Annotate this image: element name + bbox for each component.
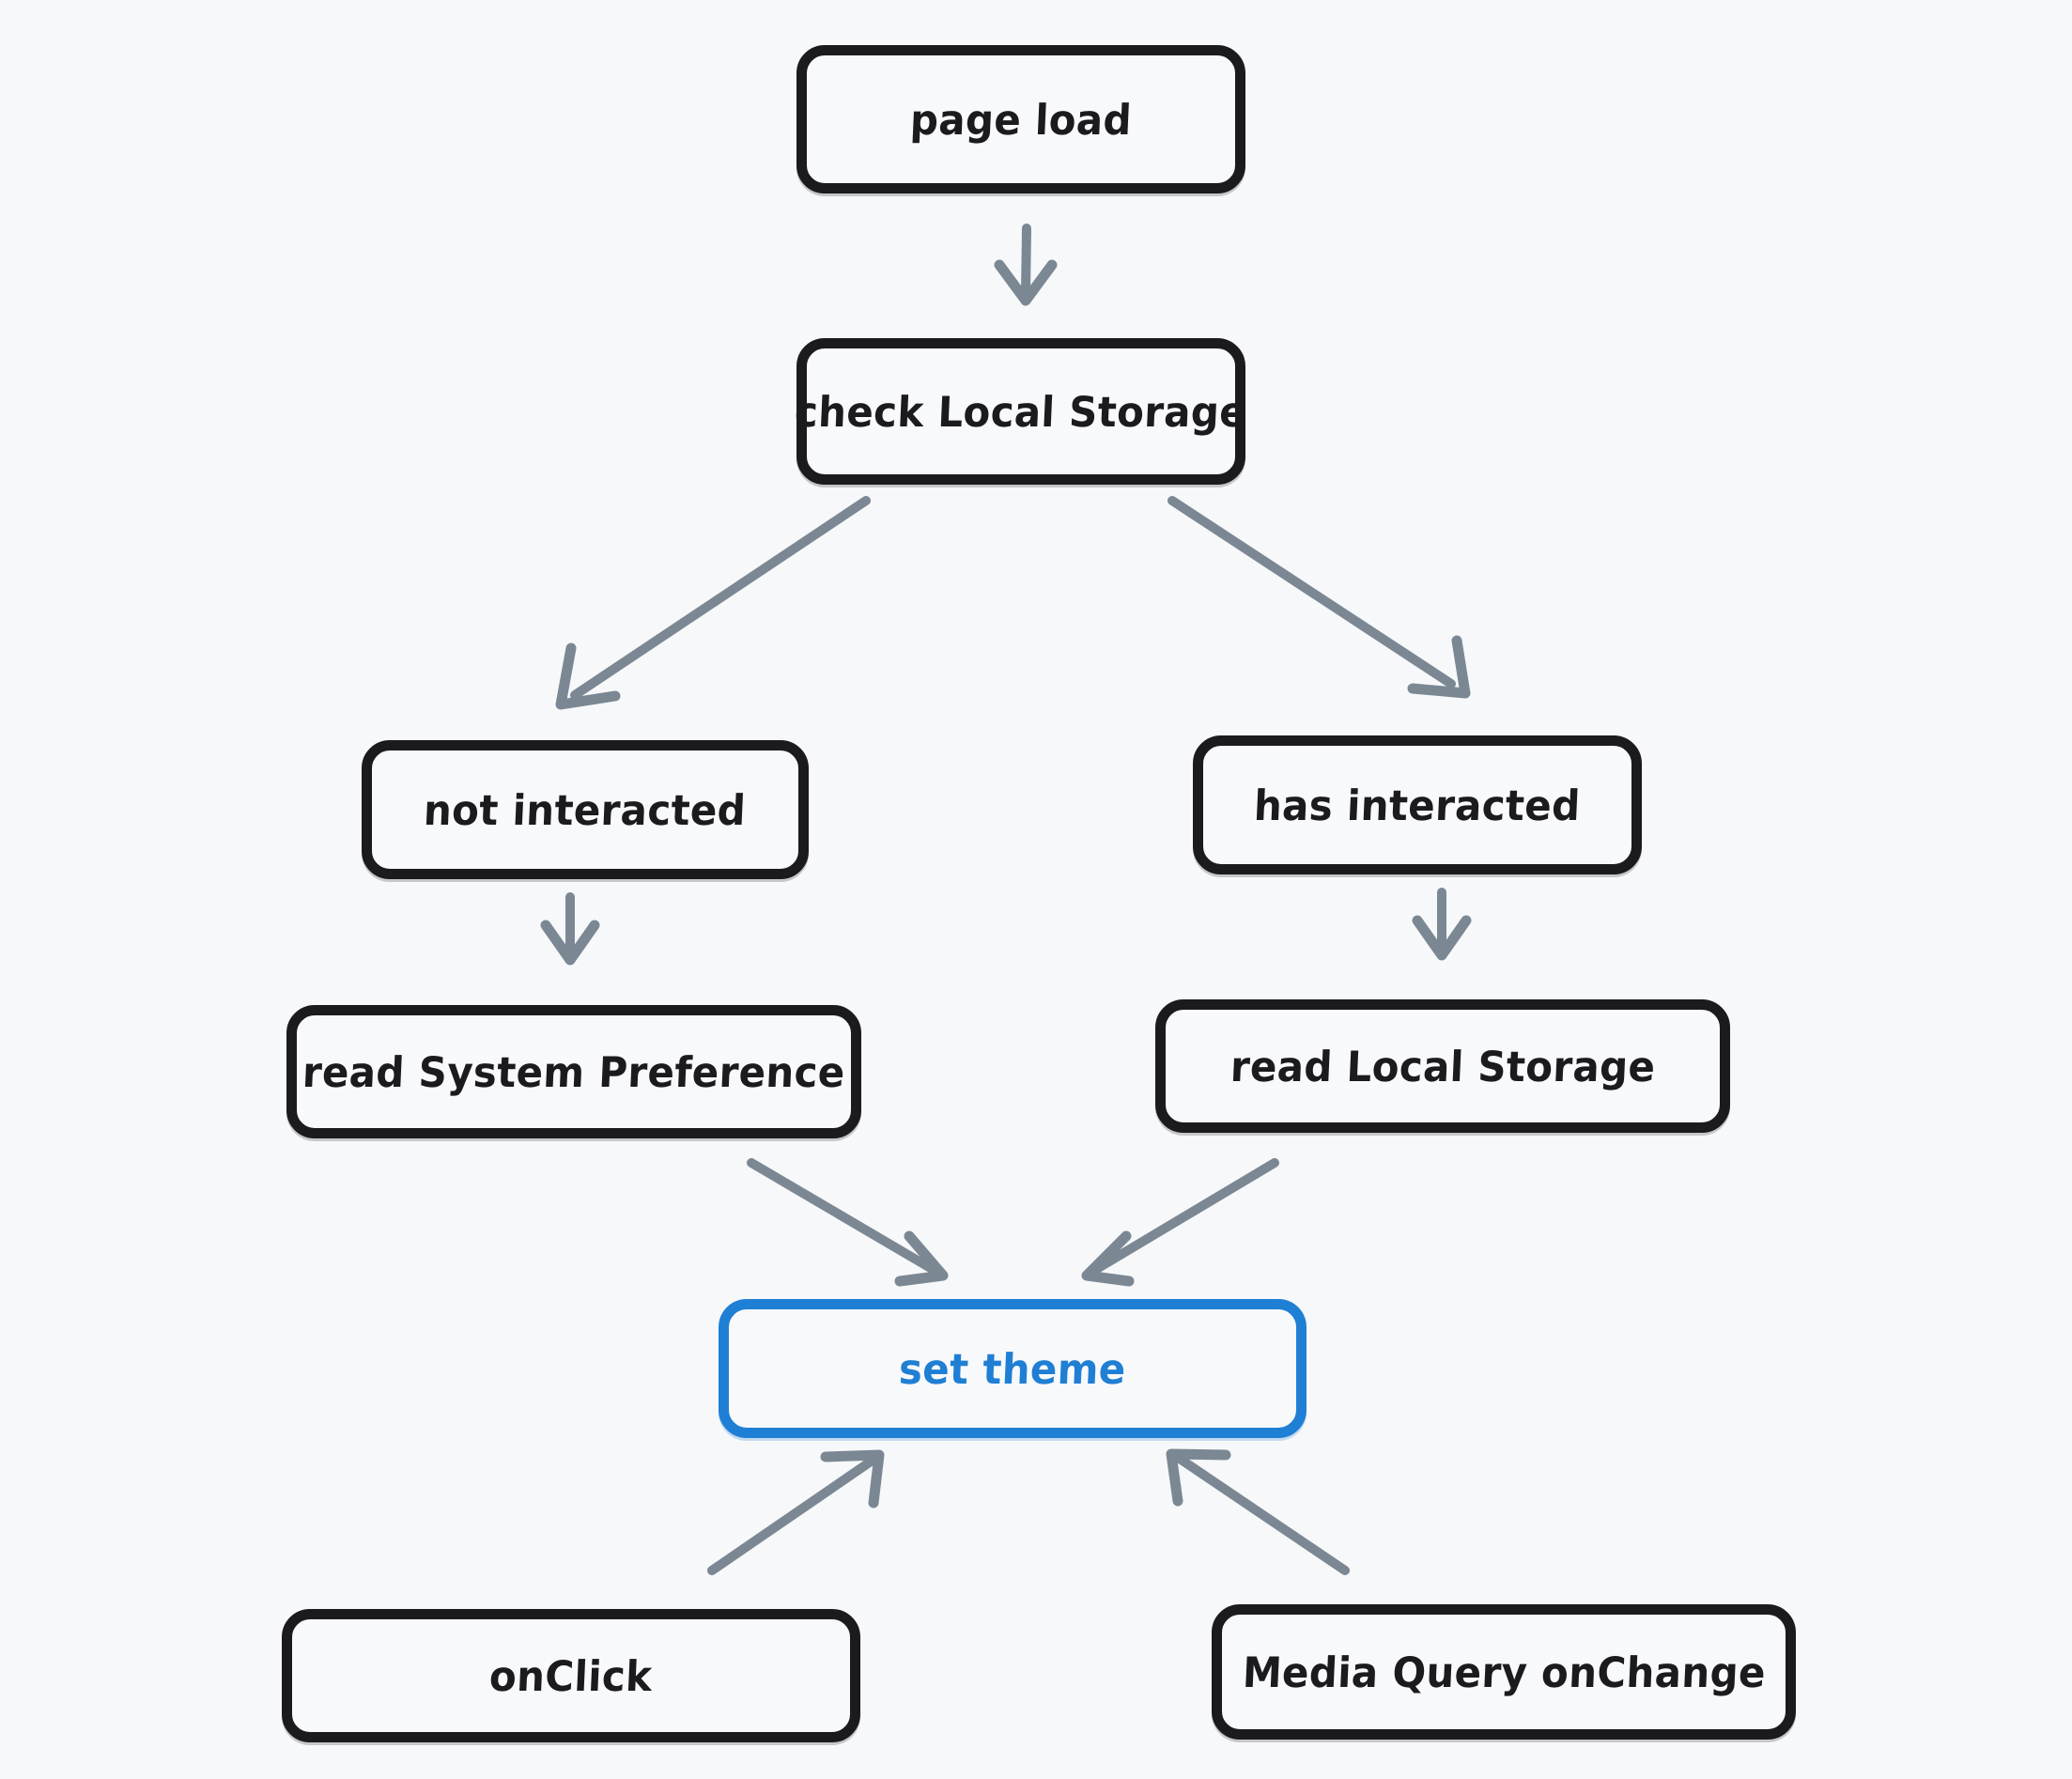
node-label: onClick (488, 1651, 654, 1700)
edge-page-load-to-check-local-storage (994, 224, 1058, 306)
edge-check-local-storage-to-has-interacted (1167, 496, 1471, 699)
edge-has-interacted-to-read-local-storage (1412, 888, 1472, 961)
node-label: check Local Storage (794, 387, 1248, 436)
edge-not-interacted-to-read-system-preference (540, 892, 600, 966)
edge-read-system-preference-to-set-theme (747, 1158, 949, 1287)
node-label: has interacted (1253, 781, 1582, 829)
node-onclick[interactable]: onClick (282, 1609, 860, 1742)
node-check-local-storage[interactable]: check Local Storage (794, 338, 1248, 485)
node-read-local-storage[interactable]: read Local Storage (1155, 999, 1730, 1133)
node-has-interacted[interactable]: has interacted (1193, 735, 1642, 874)
edge-media-query-to-set-theme (1166, 1448, 1350, 1575)
node-label: Media Query onChange (1241, 1648, 1767, 1696)
node-page-load[interactable]: page load (796, 45, 1245, 193)
edge-onclick-to-set-theme (707, 1449, 885, 1575)
node-label: not interacted (423, 785, 748, 834)
node-label: read System Preference (302, 1047, 846, 1096)
node-label: read Local Storage (1229, 1042, 1657, 1091)
node-label: set theme (898, 1344, 1127, 1393)
edge-check-local-storage-to-not-interacted (555, 496, 871, 710)
node-not-interacted[interactable]: not interacted (362, 740, 809, 879)
node-read-system-preference[interactable]: read System Preference (286, 1005, 861, 1138)
node-set-theme[interactable]: set theme (719, 1299, 1307, 1438)
node-label: page load (908, 95, 1134, 144)
node-media-query-onchange[interactable]: Media Query onChange (1212, 1604, 1796, 1740)
edge-read-local-storage-to-set-theme (1081, 1158, 1279, 1287)
